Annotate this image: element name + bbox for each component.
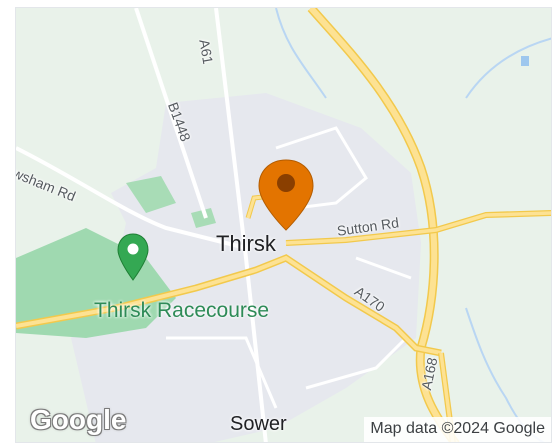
town-label-sower: Sower — [230, 413, 287, 435]
park-patch-2 — [191, 208, 216, 228]
map-attribution[interactable]: Map data ©2024 Google — [364, 417, 551, 442]
park-patch — [126, 176, 176, 213]
town-label-thirsk[interactable]: Thirsk — [216, 231, 276, 256]
map-pin-icon[interactable] — [258, 159, 314, 231]
stream-2 — [465, 37, 551, 99]
google-logo: Google — [30, 404, 127, 435]
green-place-pin-icon[interactable] — [117, 233, 149, 281]
stream — [275, 8, 327, 99]
poi-label-racecourse[interactable]: Thirsk Racecourse — [94, 299, 270, 322]
map-canvas[interactable] — [16, 8, 552, 443]
pond — [521, 56, 529, 66]
map-view[interactable]: A61 B1448 Newsham Rd Sutton Rd A170 A168… — [15, 7, 552, 443]
